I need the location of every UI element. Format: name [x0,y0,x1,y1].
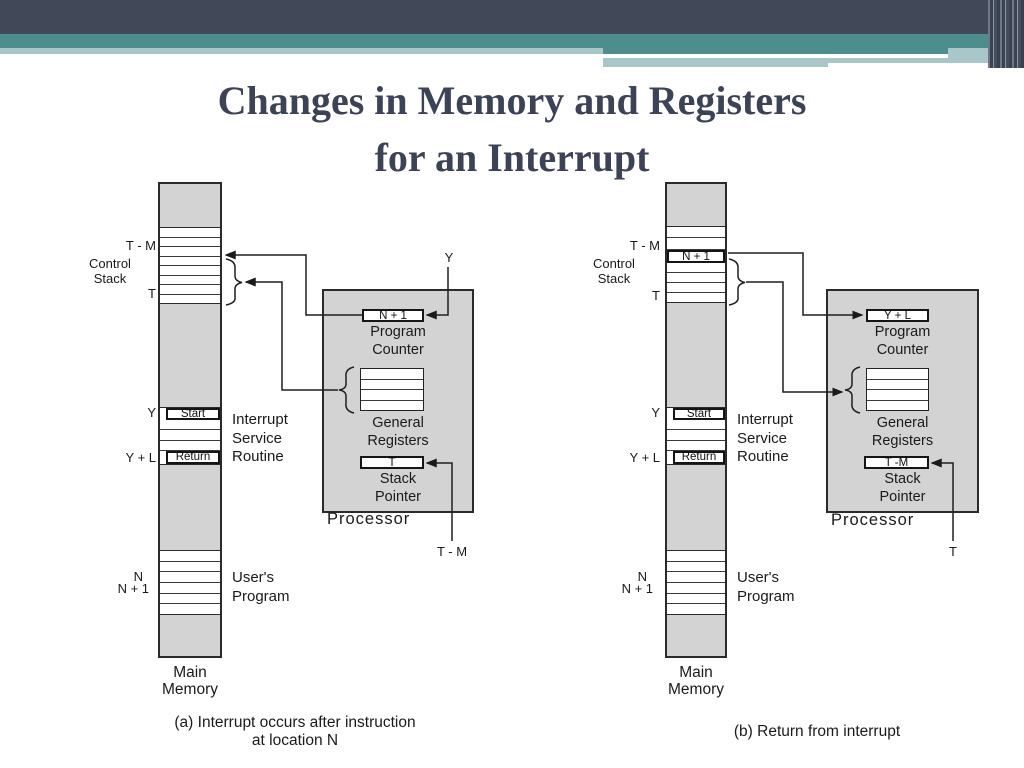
stack-pointer-value-a: T [360,456,424,469]
general-registers-box-b [866,368,929,411]
label-y-a: Y [147,405,156,420]
brace-control-stack-a [225,258,243,306]
stack-base-label-a: T - M [436,544,468,559]
teal-band [0,34,1024,48]
isr-text-a: Interrupt Service Routine [232,411,288,465]
label-tm-a: T - M [125,238,156,253]
label-n-a: N [133,569,143,584]
white-divider [603,54,948,58]
corner-stripes [988,0,1024,68]
pale-band-thin [828,58,948,63]
label-n1-b: N + 1 [621,581,653,596]
control-stack-cells-a [160,227,220,304]
stored-pc-cell-b: N + 1 [667,250,725,263]
teal-band-step [603,48,948,54]
processor-label-b: Processor [831,511,915,529]
main-memory-column-a: Start Return [158,182,222,658]
isr-cells-a: Start Return [160,407,220,465]
main-memory-column-b: N + 1 Start Return [665,182,727,658]
general-registers-label-b: General Registers [871,415,934,449]
program-counter-value-a: N + 1 [362,309,424,322]
label-n1-a: N + 1 [117,581,149,596]
label-yl-b: Y + L [629,450,660,465]
label-n-b: N [637,569,647,584]
label-t-a: T [148,286,156,301]
top-bar [0,0,1024,34]
return-cell-a: Return [166,450,220,464]
start-cell-b: Start [673,408,725,420]
start-cell-a: Start [166,408,220,420]
vector-y-label-a: Y [444,250,454,265]
main-memory-label-b: Main Memory [668,664,724,698]
stack-pointer-label-a: Stack Pointer [375,471,421,505]
pale-band-left [0,48,603,54]
program-counter-label-b: Program Counter [874,324,931,358]
label-y-b: Y [651,405,660,420]
general-registers-box-a [360,368,424,411]
slide-title: Changes in Memory and Registers for an I… [217,78,807,180]
stack-pointer-label-b: Stack Pointer [879,471,926,505]
user-program-cells-a [160,550,220,615]
label-t-b: T [652,288,660,303]
isr-text-b: Interrupt Service Routine [737,411,793,465]
stack-pointer-value-b: T -M [864,456,929,469]
label-control-stack-a: Control Stack [89,256,131,286]
pale-band-step [603,58,828,67]
label-tm-b: T - M [629,238,660,253]
processor-box-a: N + 1 Program Counter General Registers … [322,289,474,513]
control-stack-cells-b: N + 1 [667,226,725,303]
return-cell-b: Return [673,450,725,464]
processor-label-a: Processor [327,510,411,528]
general-registers-label-a: General Registers [367,415,429,449]
label-control-stack-b: Control Stack [593,256,635,286]
program-counter-value-b: Y + L [866,309,929,322]
users-program-text-b: User's Program [737,569,795,605]
program-counter-label-a: Program Counter [370,324,426,358]
caption-b: (b) Return from interrupt [733,723,901,740]
brace-control-stack-b [728,258,746,306]
stack-top-label-b: T [949,544,957,559]
processor-box-b: Y + L Program Counter General Registers … [826,289,979,513]
user-program-cells-b [667,550,725,615]
caption-a: (a) Interrupt occurs after instruction a… [174,714,416,749]
users-program-text-a: User's Program [232,569,290,605]
label-yl-a: Y + L [125,450,156,465]
isr-cells-b: Start Return [667,407,725,465]
main-memory-label-a: Main Memory [162,664,218,698]
